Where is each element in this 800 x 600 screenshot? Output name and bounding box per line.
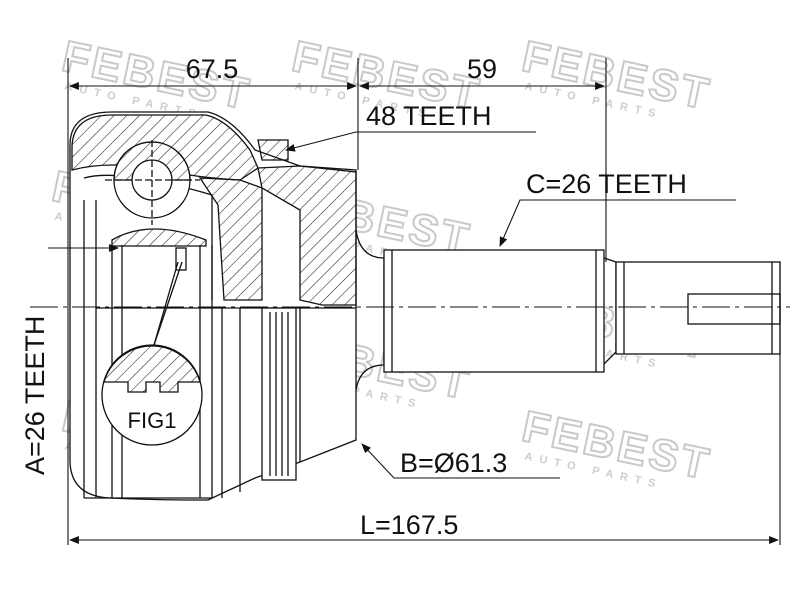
dim-67-5-label: 67.5 [186,54,239,84]
leader-b-diameter [361,443,560,479]
diameter-label: B=Ø61.3 [400,448,507,478]
abs-tooth-marker [257,139,289,161]
labels: 67.5 59 48 TEETH C=26 TEETH B=Ø61.3 L=16… [20,54,687,540]
abs-teeth-label: 48 TEETH [366,101,492,131]
leader-c-teeth [499,199,736,247]
housing-section-rim [198,177,263,301]
watermark: FEBEST AUTO PARTS [517,31,717,122]
part-drawing [30,111,790,501]
abs-ring [261,307,297,481]
dimension-lines [48,58,781,545]
spline-shaft [383,249,605,373]
fig1-leader [153,261,183,346]
fig1-detail-hatch [103,345,201,393]
housing-section-neck [257,165,357,306]
length-label: L=167.5 [360,510,458,540]
fig1-label: FIG1 [128,408,177,433]
leader-48-teeth [285,131,536,152]
watermark: FEBEST AUTO PARTS [517,401,717,492]
inner-race-section [111,228,207,247]
threaded-tip [615,261,781,355]
outer-spline-label: C=26 TEETH [526,169,687,199]
abs-ring-teeth [269,312,289,476]
inner-spline-label: A=26 TEETH [20,316,50,475]
dim-59-label: 59 [467,54,497,84]
inner-race-slot [175,247,187,271]
